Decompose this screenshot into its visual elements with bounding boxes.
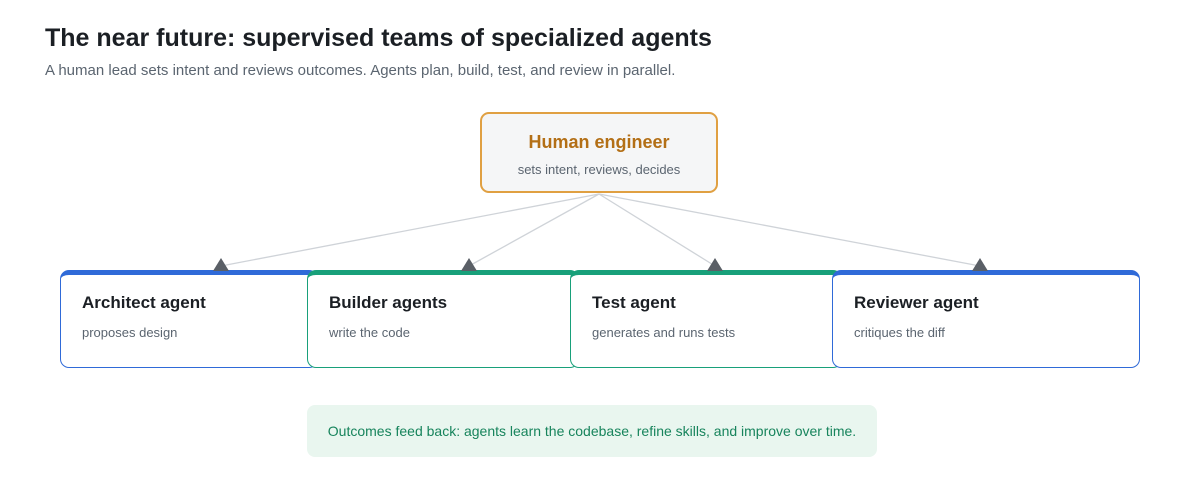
human-engineer-title: Human engineer xyxy=(528,132,670,152)
reviewer-agent-title: Reviewer agent xyxy=(854,293,979,312)
connector-test xyxy=(598,193,716,267)
feedback-note: Outcomes feed back: agents learn the cod… xyxy=(307,405,877,457)
builder-agents-node: Builder agents write the code xyxy=(307,270,579,368)
human-engineer-node: Human engineer sets intent, reviews, dec… xyxy=(480,112,718,193)
test-agent-node: Test agent generates and runs tests xyxy=(570,270,842,368)
builder-agents-title: Builder agents xyxy=(329,293,448,312)
human-engineer-subtitle: sets intent, reviews, decides xyxy=(517,162,681,177)
reviewer-agent-node: Reviewer agent critiques the diff xyxy=(832,270,1140,368)
architect-agent-title: Architect agent xyxy=(82,293,206,312)
connector-architect xyxy=(220,193,600,267)
page-title: The near future: supervised teams of spe… xyxy=(45,24,712,52)
connector-reviewer xyxy=(598,193,981,267)
architect-agent-node: Architect agent proposes design xyxy=(60,270,318,368)
architect-agent-subtitle: proposes design xyxy=(82,325,178,340)
connector-builder xyxy=(468,193,600,267)
page-subtitle: A human lead sets intent and reviews out… xyxy=(45,62,676,79)
reviewer-agent-subtitle: critiques the diff xyxy=(854,325,945,340)
test-agent-title: Test agent xyxy=(592,293,676,312)
builder-agents-subtitle: write the code xyxy=(329,325,410,340)
test-agent-subtitle: generates and runs tests xyxy=(592,325,736,340)
